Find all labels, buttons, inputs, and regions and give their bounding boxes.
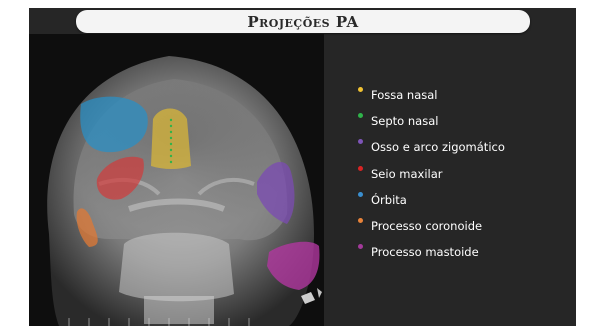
slide-title: Projeções PA (247, 13, 358, 31)
legend-item: Fossa nasal (358, 88, 505, 114)
legend-item: Processo mastoide (358, 245, 505, 271)
legend-label: Fossa nasal (371, 88, 438, 102)
legend-label: Seio maxilar (371, 167, 442, 181)
xray-skull-svg (29, 34, 324, 326)
legend-item: Septo nasal (358, 114, 505, 140)
bullet-dot-icon (358, 244, 363, 249)
bullet-dot-icon (358, 192, 363, 197)
legend-label: Processo coronoide (371, 219, 482, 233)
legend-item: Osso e arco zigomático (358, 140, 505, 166)
slide: Projeções PA (29, 8, 576, 326)
legend-label: Processo mastoide (371, 245, 479, 259)
legend-item: Seio maxilar (358, 167, 505, 193)
bullet-dot-icon (358, 166, 363, 171)
xray-image (29, 34, 324, 326)
bullet-dot-icon (358, 139, 363, 144)
bullet-dot-icon (358, 87, 363, 92)
legend-item: Processo coronoide (358, 219, 505, 245)
title-bar: Projeções PA (76, 10, 530, 33)
legend-item: Órbita (358, 193, 505, 219)
bullet-dot-icon (358, 113, 363, 118)
legend-label: Osso e arco zigomático (371, 140, 505, 154)
legend-label: Órbita (371, 193, 407, 207)
legend-label: Septo nasal (371, 114, 438, 128)
legend-list: Fossa nasal Septo nasal Osso e arco zigo… (358, 88, 505, 271)
bullet-dot-icon (358, 218, 363, 223)
